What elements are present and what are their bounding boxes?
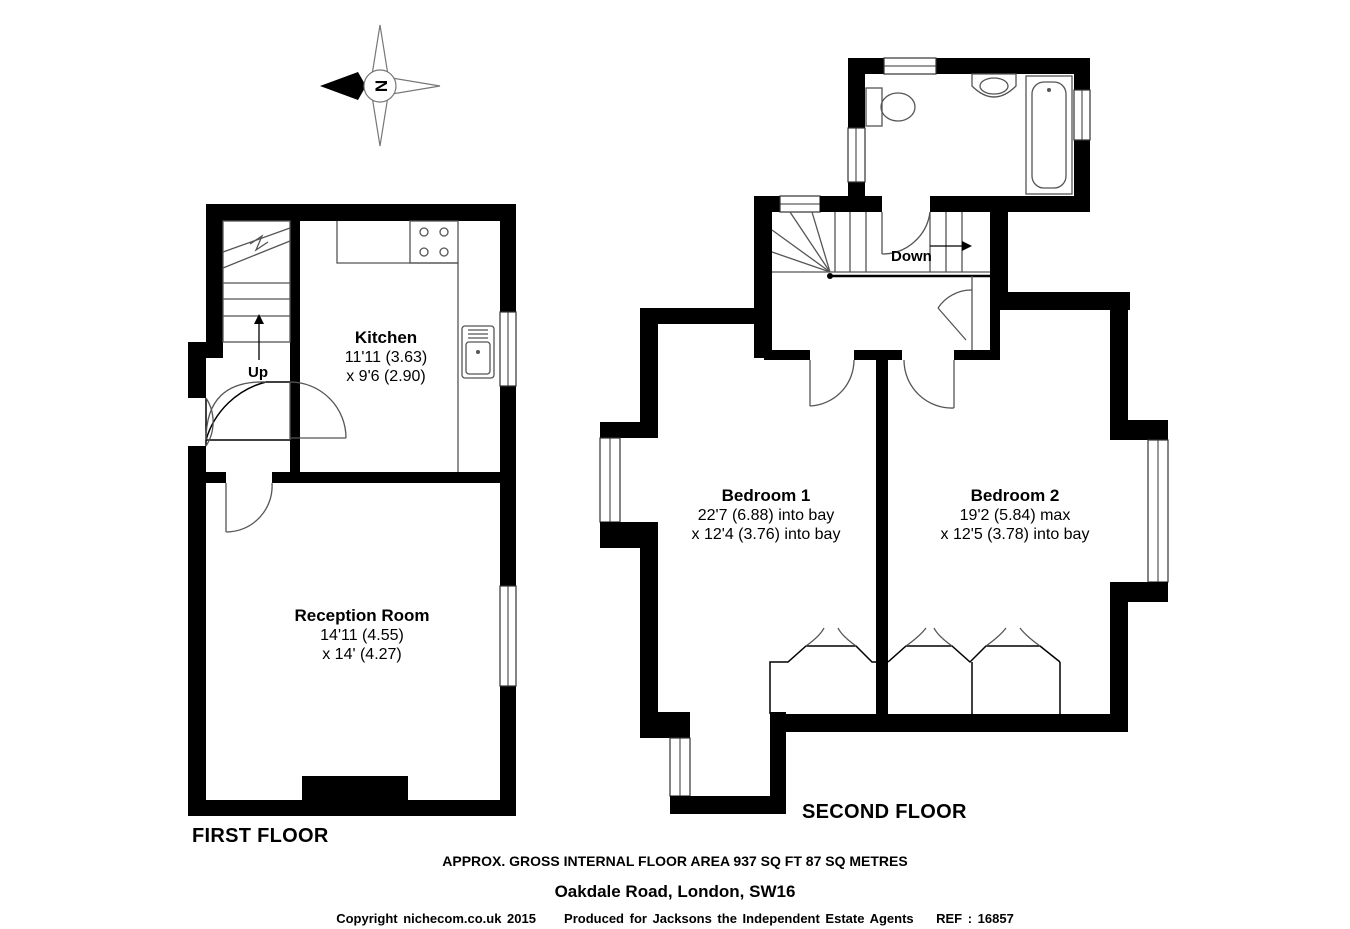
second-floor-stairs (771, 211, 990, 279)
kitchen-name: Kitchen (354, 328, 418, 347)
property-address: Oakdale Road, London, SW16 (554, 882, 796, 901)
second-floor-plan (599, 57, 1169, 814)
bedroom1-dim-width: x 12'4 (3.76) into bay (691, 526, 841, 543)
toilet-icon (865, 87, 916, 127)
first-floor-stair-label: Up (248, 364, 268, 381)
bathtub-icon (1025, 75, 1073, 195)
bedroom1-label: Bedroom 1 22'7 (6.88) into bay x 12'4 (3… (666, 485, 866, 544)
compass-north-letter: N (372, 80, 391, 92)
reference-number: REF : 16857 (936, 911, 1014, 926)
first-floor-title: FIRST FLOOR (192, 825, 329, 847)
compass-icon: N (320, 24, 441, 147)
kitchen-dim-width: x 9'6 (2.90) (346, 368, 426, 385)
kitchen-label: Kitchen 11'11 (3.63) x 9'6 (2.90) (330, 327, 442, 386)
produced-for-text: Produced for Jacksons the Independent Es… (564, 911, 914, 926)
kitchen-dim-length: 11'11 (3.63) (344, 349, 428, 366)
copyright-text: Copyright nichecom.co.uk 2015 (336, 911, 536, 926)
bedroom2-label: Bedroom 2 19'2 (5.84) max x 12'5 (3.78) … (914, 485, 1116, 544)
second-floor-stair-label: Down (891, 248, 932, 265)
reception-room-dim-width: x 14' (4.27) (322, 646, 402, 663)
gross-area-note: APPROX. GROSS INTERNAL FLOOR AREA 937 SQ… (442, 853, 908, 869)
bedroom2-name: Bedroom 2 (970, 486, 1060, 505)
reception-room-label: Reception Room 14'11 (4.55) x 14' (4.27) (272, 605, 452, 664)
bedroom1-dim-length: 22'7 (6.88) into bay (697, 507, 835, 524)
first-floor-plan (188, 204, 517, 816)
copyright-line: Copyright nichecom.co.uk 2015 Produced f… (0, 911, 1350, 926)
first-floor-stairs (222, 220, 291, 360)
reception-room-name: Reception Room (294, 606, 430, 625)
second-floor-title: SECOND FLOOR (802, 801, 967, 823)
bedroom2-dim-width: x 12'5 (3.78) into bay (940, 526, 1090, 543)
washbasin-icon (971, 73, 1017, 98)
reception-room-dim-length: 14'11 (4.55) (320, 627, 404, 644)
kitchen-sink-icon (461, 325, 495, 379)
bedroom1-name: Bedroom 1 (721, 486, 811, 505)
bedroom1-wardrobe (769, 627, 876, 714)
bedroom2-dim-length: 19'2 (5.84) max (959, 507, 1071, 524)
kitchen-worktop (336, 220, 459, 472)
bedroom2-wardrobe (887, 627, 1061, 714)
